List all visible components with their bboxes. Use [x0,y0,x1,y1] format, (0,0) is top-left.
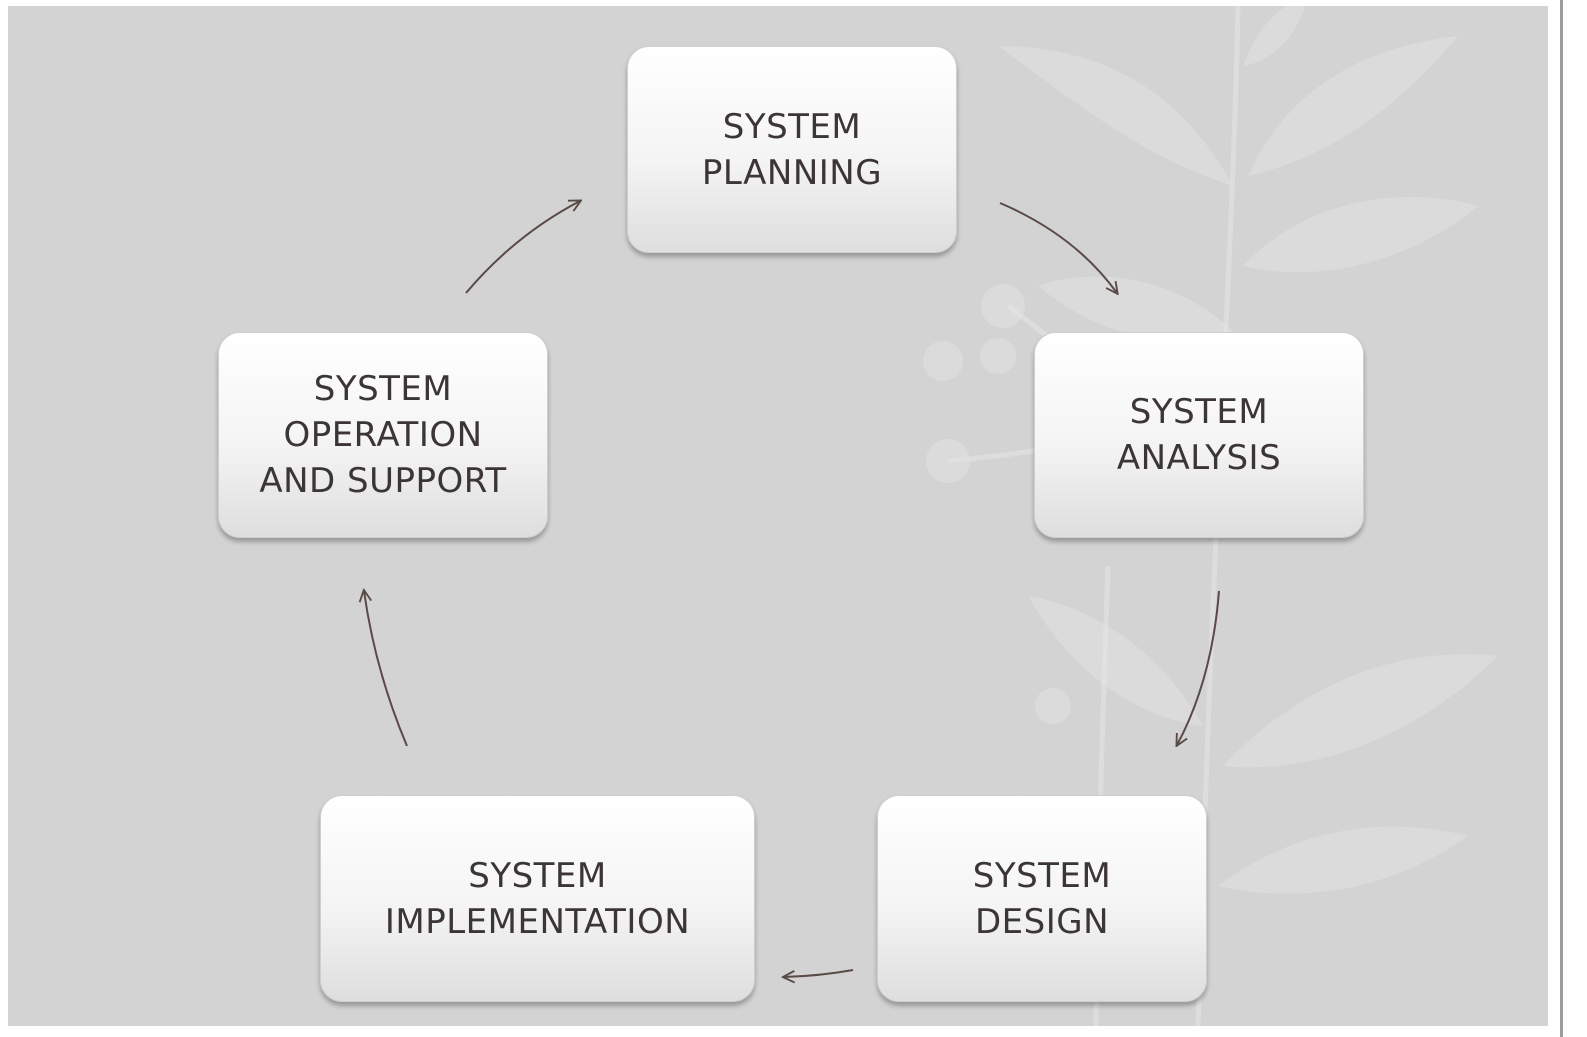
frame-border [1560,0,1563,1037]
node-label-line: OPERATION [283,415,483,455]
node-system-operation-support: SYSTEM OPERATION AND SUPPORT [218,332,548,538]
node-label-line: SYSTEM [972,855,1112,896]
frame-margin [0,1027,1560,1037]
node-label-line: SYSTEM [722,106,862,147]
node-system-analysis: SYSTEM ANALYSIS [1034,332,1364,538]
node-label-line: SYSTEM [1129,392,1269,432]
node-label-line: ANALYSIS [1116,438,1282,478]
node-label-line: IMPLEMENTATION [384,901,691,942]
node-label-line: DESIGN [974,901,1110,942]
node-label-line: PLANNING [701,152,883,193]
node-label-line: AND SUPPORT [259,461,507,501]
node-label-line: SYSTEM [313,369,453,409]
node-system-implementation: SYSTEM IMPLEMENTATION [320,795,755,1002]
node-system-planning: SYSTEM PLANNING [627,46,957,253]
node-system-design: SYSTEM DESIGN [877,795,1207,1002]
node-label-line: SYSTEM [468,855,607,896]
